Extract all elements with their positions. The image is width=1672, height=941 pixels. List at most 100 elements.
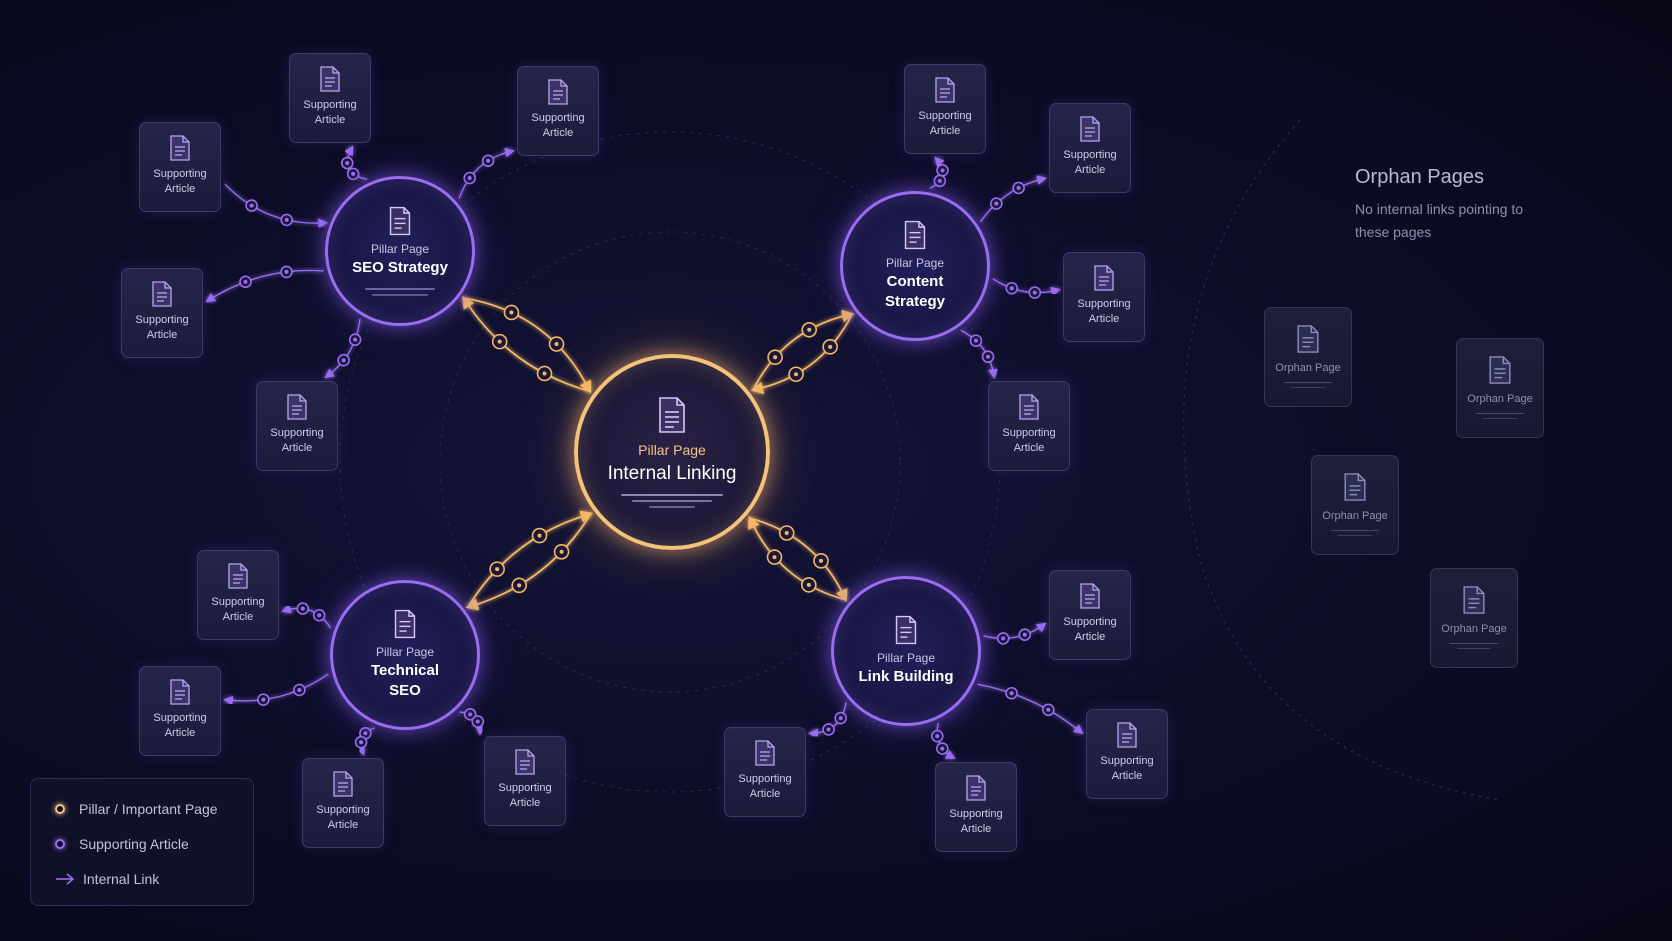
internal-link-line <box>467 510 594 608</box>
document-icon <box>394 609 416 639</box>
pillar-technical-seo[interactable]: Pillar Page Technical SEO <box>330 580 480 730</box>
orphan-page-card[interactable]: Orphan Page <box>1456 338 1544 438</box>
link-node-core <box>509 310 514 315</box>
link-node-core <box>497 339 502 344</box>
link-node-core <box>353 337 358 342</box>
document-icon <box>287 394 307 420</box>
document-icon <box>320 66 340 92</box>
document-icon <box>228 563 248 589</box>
pillar-content-strategy[interactable]: Pillar Page Content Strategy <box>840 191 990 341</box>
link-node-core <box>935 734 940 739</box>
pillar-internal-linking[interactable]: Pillar Page Internal Linking <box>574 354 770 550</box>
pillar-label: Pillar Page <box>638 442 706 458</box>
document-icon <box>1080 583 1100 609</box>
pillar-link-building[interactable]: Pillar Page Link Building <box>831 576 981 726</box>
divider <box>1457 648 1491 649</box>
pillar-seo-strategy[interactable]: Pillar Page SEO Strategy <box>325 176 475 326</box>
link-node-core <box>554 342 559 347</box>
link-node-core <box>468 712 473 717</box>
pillar-title-line-2: Strategy <box>884 293 946 310</box>
link-node-core <box>819 558 824 563</box>
link-node-core <box>363 731 368 736</box>
pillar-label: Pillar Page <box>876 651 936 665</box>
link-node-core <box>249 203 254 208</box>
document-icon <box>966 775 986 801</box>
divider <box>1476 413 1524 414</box>
orphan-page-card[interactable]: Orphan Page <box>1264 307 1352 407</box>
divider <box>1450 643 1498 644</box>
document-icon <box>1463 586 1485 614</box>
pillar-title: SEO Strategy <box>352 259 448 276</box>
document-icon <box>1489 356 1511 384</box>
internal-link-line <box>808 702 847 739</box>
internal-link-line <box>748 515 847 601</box>
document-icon <box>548 79 568 105</box>
internal-link-line <box>458 147 515 199</box>
orphan-label: Orphan Page <box>1322 510 1388 522</box>
document-icon <box>1094 265 1114 291</box>
link-node-core <box>806 582 811 587</box>
legend: Pillar / Important Page Supporting Artic… <box>30 778 254 906</box>
orphan-page-card[interactable]: Orphan Page <box>1311 455 1399 555</box>
document-icon <box>1344 473 1366 501</box>
internal-link-line <box>750 313 854 395</box>
link-node-core <box>940 746 945 751</box>
link-node-core <box>284 269 289 274</box>
link-node-core <box>261 697 266 702</box>
link-node-core <box>1032 290 1037 295</box>
pillar-title-line-1: Technical <box>370 662 440 679</box>
link-node-core <box>1009 286 1014 291</box>
background-ring <box>439 231 901 693</box>
pillar-title: Link Building <box>858 668 954 685</box>
internal-link-line <box>281 604 332 629</box>
internal-link-line <box>465 513 592 611</box>
orphan-pages-title: Orphan Pages <box>1355 166 1484 188</box>
pillar-lines <box>365 284 435 296</box>
internal-link-line <box>224 183 329 229</box>
legend-item-supporting: Supporting Article <box>55 836 189 852</box>
document-icon <box>1019 394 1039 420</box>
pillar-lines <box>621 490 723 508</box>
pillar-title-line-2: SEO <box>389 682 421 699</box>
link-node-core <box>1016 185 1021 190</box>
document-icon <box>170 679 190 705</box>
link-node-core <box>297 687 302 692</box>
pillar-title: Internal Linking <box>607 463 737 484</box>
internal-link-line <box>324 319 361 379</box>
link-node-core <box>1046 707 1051 712</box>
orphan-pages-subtitle: No internal links pointing to these page… <box>1355 201 1524 240</box>
link-node-core <box>1009 691 1014 696</box>
orphan-page-card[interactable]: Orphan Page <box>1430 568 1518 668</box>
link-node-core <box>300 606 305 611</box>
document-icon <box>170 135 190 161</box>
link-node-core <box>475 719 480 724</box>
document-icon <box>515 749 535 775</box>
